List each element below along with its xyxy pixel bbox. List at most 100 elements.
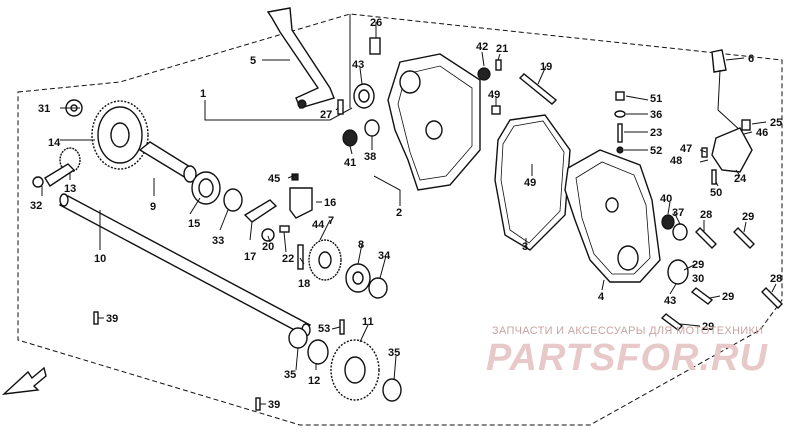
bolt-26 — [369, 37, 381, 55]
callout-34: 34 — [378, 250, 391, 262]
bolt-25 — [741, 119, 751, 131]
large-gear — [91, 100, 149, 170]
seal-42 — [477, 67, 491, 81]
pin-21 — [495, 59, 502, 71]
callout-20: 20 — [262, 241, 274, 253]
callout-18: 18 — [298, 278, 310, 290]
callout-38: 38 — [364, 151, 376, 163]
callout-12: 12 — [308, 375, 320, 387]
watermark-brand: PARTSFOR.RU — [486, 337, 768, 379]
callout-29a: 29 — [742, 211, 754, 223]
watermark: ЗАПЧАСТИ И АКСЕССУАРЫ ДЛЯ МОТОТЕХНИКИ PA… — [482, 325, 782, 385]
pin-22 — [279, 225, 290, 233]
seal-41 — [342, 129, 358, 147]
shift-lever — [711, 49, 743, 133]
washer-35a — [288, 327, 308, 349]
callout-11: 11 — [362, 316, 374, 328]
nut-51 — [615, 91, 625, 101]
callout-48: 48 — [670, 155, 682, 167]
screw-45 — [291, 173, 299, 181]
callout-43b: 43 — [664, 295, 676, 307]
callout-29d: 29 — [692, 259, 704, 271]
housing-right — [564, 149, 661, 283]
callout-39b: 39 — [268, 399, 280, 411]
callout-42: 42 — [476, 41, 488, 53]
collar-12 — [307, 339, 329, 365]
mounting-arm — [266, 7, 335, 109]
watermark-tagline: ЗАПЧАСТИ И АКСЕССУАРЫ ДЛЯ МОТОТЕХНИКИ — [492, 325, 764, 337]
callout-43a: 43 — [352, 59, 364, 71]
seal-40 — [661, 214, 675, 230]
callout-29b: 29 — [722, 291, 734, 303]
callout-26: 26 — [370, 17, 382, 29]
gear-7 — [308, 239, 342, 281]
gasket — [494, 114, 571, 251]
pin-50 — [711, 169, 717, 185]
callout-24: 24 — [734, 173, 747, 185]
callout-25: 25 — [770, 117, 782, 129]
callout-44: 44 — [312, 219, 325, 231]
callout-7: 7 — [328, 215, 334, 227]
callout-50: 50 — [710, 187, 722, 199]
callout-35b: 35 — [388, 347, 400, 359]
shift-fork — [243, 199, 278, 223]
callout-3: 3 — [522, 241, 528, 253]
callout-5: 5 — [250, 55, 256, 67]
bolt-29a — [733, 227, 755, 249]
bracket-16 — [289, 187, 313, 219]
callout-49b: 49 — [524, 177, 536, 189]
ring-20 — [261, 228, 275, 242]
clip-32 — [32, 176, 44, 188]
bearing-30 — [667, 259, 689, 285]
callout-35a: 35 — [284, 369, 296, 381]
assembly-boundary — [17, 13, 783, 426]
callout-19: 19 — [540, 61, 552, 73]
callout-6: 6 — [748, 53, 754, 65]
pinion-gear — [44, 147, 81, 187]
dog-clutch — [345, 263, 371, 293]
callout-labels: 1 2 3 4 5 6 7 8 9 10 11 12 13 14 15 16 1… — [30, 17, 782, 411]
callout-39a: 39 — [106, 313, 118, 325]
shaft-19 — [518, 73, 558, 105]
bushing-38 — [364, 119, 380, 137]
callout-36: 36 — [650, 109, 662, 121]
callout-33: 33 — [212, 235, 224, 247]
callout-29c: 29 — [702, 321, 714, 333]
pin-18 — [297, 244, 304, 270]
callout-45: 45 — [268, 173, 280, 185]
callout-31: 31 — [38, 103, 50, 115]
bolt-29c — [660, 313, 684, 331]
callout-47: 47 — [680, 143, 692, 155]
callout-49a: 49 — [488, 89, 500, 101]
callout-14: 14 — [48, 137, 61, 149]
washer-33 — [223, 188, 243, 212]
front-direction-arrow — [1, 366, 47, 395]
callout-40: 40 — [660, 193, 672, 205]
pin-39b — [255, 397, 261, 411]
callout-1: 1 — [200, 88, 206, 100]
spline-shaft — [138, 141, 197, 183]
callout-27: 27 — [320, 109, 332, 121]
pin-53 — [339, 319, 345, 335]
callout-41: 41 — [344, 157, 356, 169]
housing-cover-left — [387, 53, 481, 191]
callout-9: 9 — [150, 201, 156, 213]
washer-34 — [368, 277, 388, 299]
callout-28b: 28 — [770, 273, 782, 285]
callout-53: 53 — [318, 323, 330, 335]
pin-39a — [93, 311, 99, 325]
callout-21: 21 — [496, 43, 508, 55]
callout-51: 51 — [650, 93, 662, 105]
callout-32: 32 — [30, 200, 42, 212]
callout-16: 16 — [324, 197, 336, 209]
bearing-37 — [672, 223, 688, 241]
callout-23: 23 — [650, 127, 662, 139]
washer-35b — [382, 378, 402, 402]
callout-22: 22 — [282, 253, 294, 265]
oring-52 — [616, 146, 624, 154]
bolt-28a — [695, 227, 717, 249]
bolt-23 — [617, 123, 623, 143]
callout-2: 2 — [396, 207, 402, 219]
